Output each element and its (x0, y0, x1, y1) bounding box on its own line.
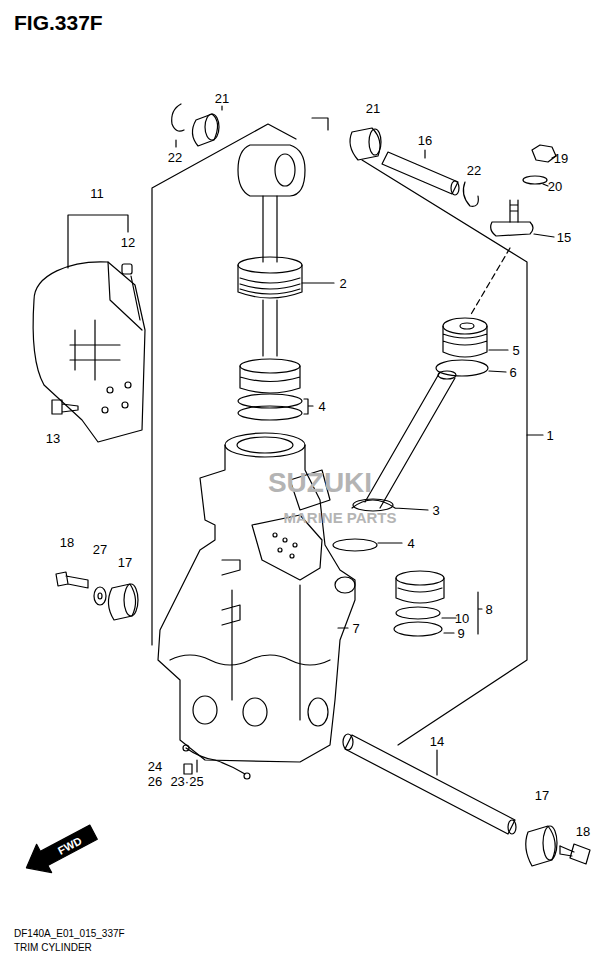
callout-number: 10 (455, 612, 469, 625)
callout-number: 13 (46, 432, 60, 445)
watermark: MARINE PARTS (283, 510, 396, 525)
callout-number: 18 (60, 536, 74, 549)
callout-number: 17 (535, 789, 549, 802)
callout-number: 11 (90, 187, 104, 200)
callout-number: 14 (430, 735, 444, 748)
callout-number: 5 (512, 344, 519, 357)
figure-caption: TRIM CYLINDER (14, 943, 92, 953)
callout-number: 4 (407, 537, 414, 550)
callout-number: 22 (467, 164, 481, 177)
callout-number: 26 (148, 775, 162, 788)
watermark: SUZUKI (268, 469, 372, 497)
callout-number: 8 (485, 603, 492, 616)
callout-number: 24 (148, 760, 162, 773)
callout-number: 16 (418, 134, 432, 147)
callout-number: 21 (366, 102, 380, 115)
callout-number: 19 (554, 152, 568, 165)
callout-number: 22 (168, 151, 182, 164)
callout-number: 9 (457, 627, 464, 640)
callout-number: 6 (509, 366, 516, 379)
drawing-code: DF140A_E01_015_337F (14, 929, 125, 939)
figure-title: FIG.337F (14, 12, 103, 33)
callout-number: 17 (118, 556, 132, 569)
callout-number: 27 (93, 543, 107, 556)
callout-number: 23·25 (170, 775, 203, 788)
callout-number: 4 (318, 400, 325, 413)
callout-number: 21 (215, 92, 229, 105)
callout-number: 2 (339, 277, 346, 290)
callout-number: 12 (121, 236, 135, 249)
callout-number: 15 (557, 231, 571, 244)
callout-number: 18 (576, 825, 590, 838)
callout-number: 1 (546, 429, 553, 442)
callout-number: 7 (352, 622, 359, 635)
callout-number: 3 (432, 504, 439, 517)
callout-number: 20 (548, 180, 562, 193)
